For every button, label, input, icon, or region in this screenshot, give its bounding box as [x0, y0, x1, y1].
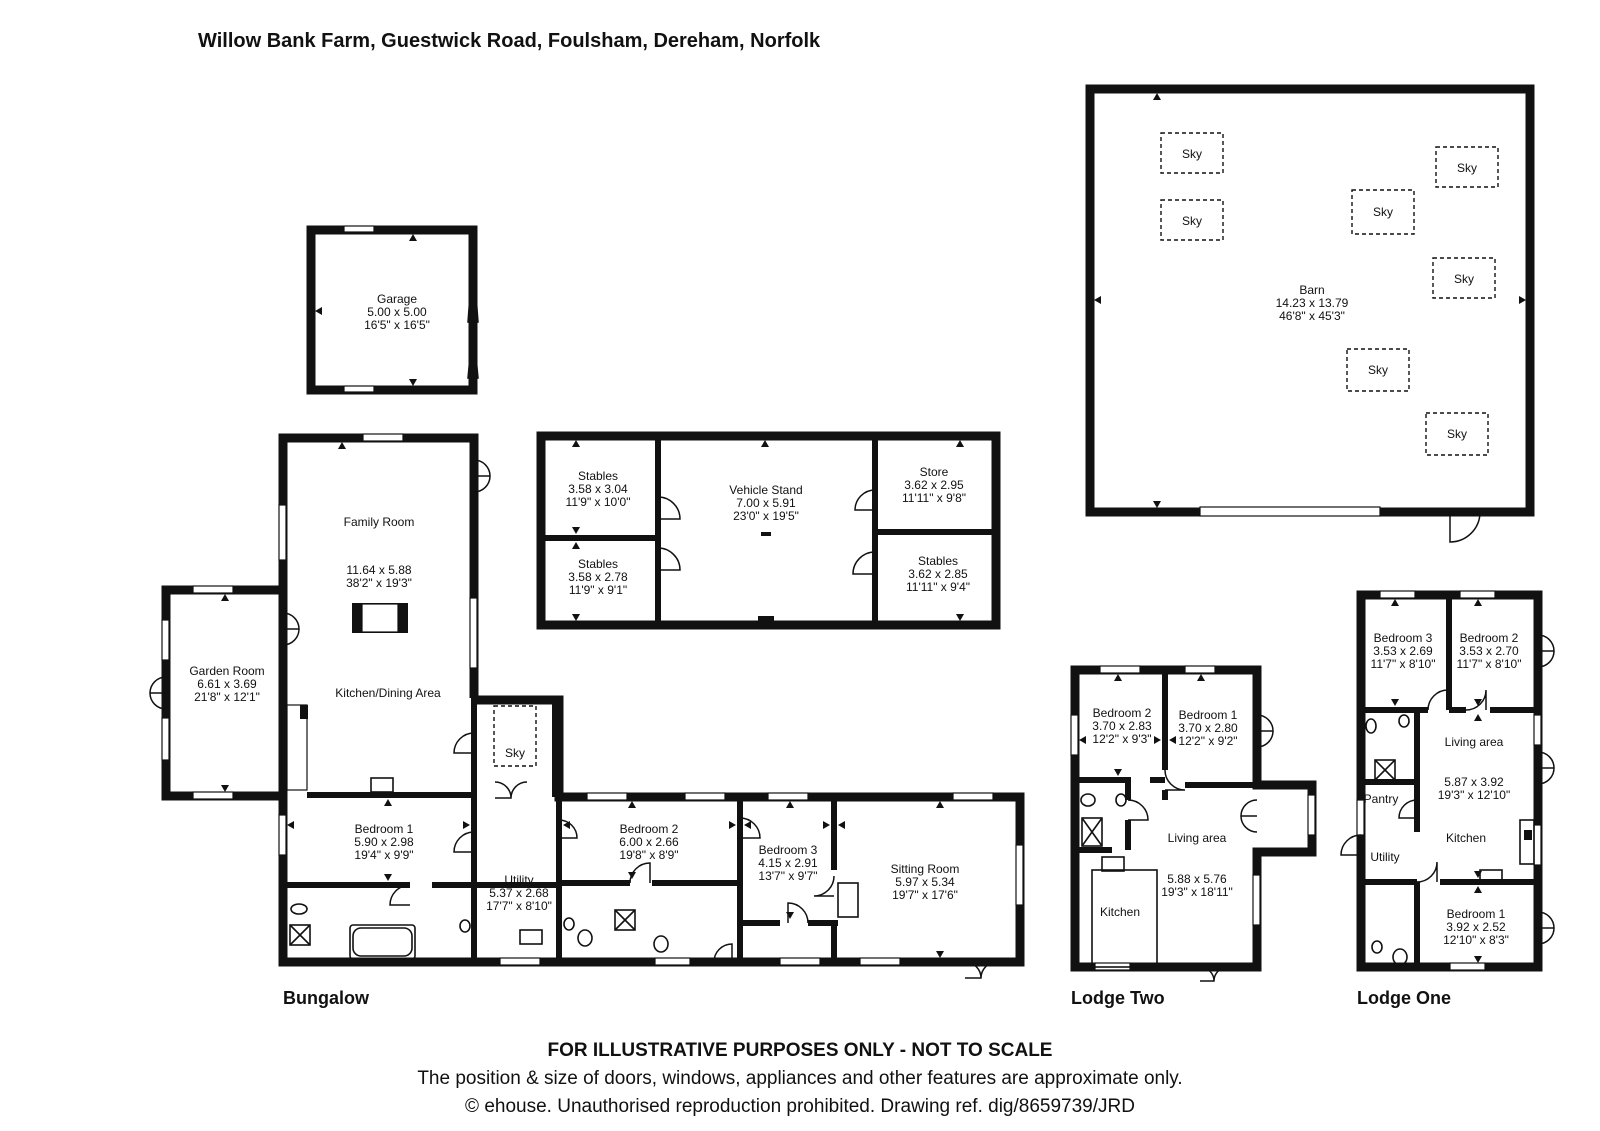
- svg-text:Sky: Sky: [1368, 363, 1388, 377]
- family-room-metric: 11.64 x 5.88: [346, 563, 411, 577]
- garden-room-imperial: 21'8" x 12'1": [194, 690, 260, 704]
- lodge1-living-name: Living area: [1445, 735, 1504, 749]
- lodge2-kitchen-name: Kitchen: [1100, 905, 1140, 919]
- lodge2-bedroom2-name: Bedroom 2: [1093, 706, 1152, 720]
- vehicle-stand-imperial: 23'0" x 19'5": [733, 509, 799, 523]
- barn-skylight: Sky: [1435, 146, 1499, 188]
- lodge2-living-name: Living area: [1168, 831, 1227, 845]
- lodge1-bedroom3-imperial: 11'7" x 8'10": [1371, 657, 1436, 671]
- disclaimer-note: The position & size of doors, windows, a…: [417, 1068, 1183, 1089]
- store-imperial: 11'11" x 9'8": [902, 491, 966, 505]
- bungalow-bedroom2-metric: 6.00 x 2.66: [619, 835, 679, 849]
- lodge-two-label: Lodge Two: [1071, 988, 1165, 1008]
- lodge1-utility-name: Utility: [1370, 850, 1399, 864]
- barn-skylight: Sky: [1432, 257, 1496, 299]
- svg-text:Sky: Sky: [1447, 427, 1467, 441]
- bungalow-skylight: Sky: [505, 746, 525, 760]
- garage-metric: 5.00 x 5.00: [367, 305, 427, 319]
- barn-building: Sky Sky Sky Sky Sky Sky Sky Barn 14.23 x…: [1085, 84, 1535, 543]
- lodge1-bedroom3-metric: 3.53 x 2.69: [1373, 644, 1433, 658]
- svg-text:Sky: Sky: [1457, 161, 1477, 175]
- barn-skylight: Sky: [1346, 348, 1410, 392]
- bungalow-bedroom1-name: Bedroom 1: [355, 822, 414, 836]
- garage-imperial: 16'5" x 16'5": [364, 318, 430, 332]
- stables-b-imperial: 11'9" x 9'1": [569, 583, 627, 597]
- sitting-room-name: Sitting Room: [891, 862, 960, 876]
- lodge1-pantry-name: Pantry: [1364, 792, 1399, 806]
- stables-b-name: Stables: [578, 557, 618, 571]
- svg-text:Sky: Sky: [1182, 147, 1202, 161]
- lodge-one-building: Bedroom 3 3.53 x 2.69 11'7" x 8'10" Bedr…: [1340, 590, 1555, 972]
- bungalow-bedroom3-metric: 4.15 x 2.91: [758, 856, 818, 870]
- svg-text:Sky: Sky: [1182, 214, 1202, 228]
- bungalow-bedroom3-name: Bedroom 3: [759, 843, 818, 857]
- stables-a-metric: 3.58 x 3.04: [568, 482, 628, 496]
- barn-metric: 14.23 x 13.79: [1276, 296, 1349, 310]
- lodge2-living-metric: 5.88 x 5.76: [1167, 872, 1227, 886]
- stables-c-name: Stables: [918, 554, 958, 568]
- lodge1-bedroom3-name: Bedroom 3: [1374, 631, 1433, 645]
- bungalow-bedroom3-imperial: 13'7" x 9'7": [758, 869, 817, 883]
- family-room-name: Family Room: [344, 515, 415, 529]
- utility-metric: 5.37 x 2.68: [489, 886, 549, 900]
- garage-name: Garage: [377, 292, 417, 306]
- lodge2-bedroom1-metric: 3.70 x 2.80: [1178, 721, 1238, 735]
- lodge2-bedroom2-imperial: 12'2" x 9'3": [1092, 732, 1151, 746]
- lodge1-bedroom1-metric: 3.92 x 2.52: [1446, 920, 1506, 934]
- bungalow-bedroom1-metric: 5.90 x 2.98: [354, 835, 414, 849]
- utility-imperial: 17'7" x 8'10": [486, 899, 552, 913]
- store-name: Store: [920, 465, 949, 479]
- lodge-two-building: Bedroom 2 3.70 x 2.83 12'2" x 9'3" Bedro…: [1070, 665, 1317, 982]
- bungalow-building: Sky Family Room 11.64 x 5.88 38'2" x 19'…: [149, 433, 1025, 979]
- bungalow-bedroom2-name: Bedroom 2: [620, 822, 679, 836]
- garage-building: Garage 5.00 x 5.00 16'5" x 16'5": [306, 225, 479, 395]
- lodge2-bedroom2-metric: 3.70 x 2.83: [1092, 719, 1152, 733]
- utility-name: Utility: [504, 873, 533, 887]
- lodge1-bedroom2-metric: 3.53 x 2.70: [1459, 644, 1519, 658]
- svg-text:Sky: Sky: [1373, 205, 1393, 219]
- stables-b-metric: 3.58 x 2.78: [568, 570, 628, 584]
- stables-c-metric: 3.62 x 2.85: [908, 567, 968, 581]
- stables-a-imperial: 11'9" x 10'0": [566, 495, 631, 509]
- lodge1-living-imperial: 19'3" x 12'10": [1438, 788, 1511, 802]
- lodge1-bedroom2-imperial: 11'7" x 8'10": [1457, 657, 1522, 671]
- disclaimer-heading: FOR ILLUSTRATIVE PURPOSES ONLY - NOT TO …: [547, 1040, 1053, 1061]
- sitting-room-metric: 5.97 x 5.34: [895, 875, 955, 889]
- family-room-imperial: 38'2" x 19'3": [346, 576, 412, 590]
- lodge1-living-metric: 5.87 x 3.92: [1444, 775, 1504, 789]
- garden-room-name: Garden Room: [189, 664, 264, 678]
- vehicle-stand-name: Vehicle Stand: [729, 483, 802, 497]
- lodge2-bedroom1-name: Bedroom 1: [1179, 708, 1238, 722]
- stables-a-name: Stables: [578, 469, 618, 483]
- lodge1-bedroom1-name: Bedroom 1: [1447, 907, 1506, 921]
- bungalow-bedroom2-imperial: 19'8" x 8'9": [619, 848, 678, 862]
- barn-skylight: Sky: [1351, 189, 1415, 235]
- sitting-room-imperial: 19'7" x 17'6": [892, 888, 958, 902]
- kitchen-dining-name: Kitchen/Dining Area: [335, 686, 441, 700]
- lodge1-kitchen-name: Kitchen: [1446, 831, 1486, 845]
- barn-name: Barn: [1299, 283, 1324, 297]
- garden-room-metric: 6.61 x 3.69: [197, 677, 257, 691]
- store-metric: 3.62 x 2.95: [904, 478, 964, 492]
- barn-skylight: Sky: [1425, 412, 1489, 456]
- lodge1-bedroom1-imperial: 12'10" x 8'3": [1443, 933, 1509, 947]
- bungalow-label: Bungalow: [283, 988, 369, 1008]
- copyright-note: © ehouse. Unauthorised reproduction proh…: [465, 1096, 1135, 1117]
- stables-block: Stables 3.58 x 3.04 11'9" x 10'0" Stable…: [536, 431, 1001, 630]
- vehicle-stand-metric: 7.00 x 5.91: [736, 496, 796, 510]
- barn-skylight: Sky: [1160, 132, 1224, 174]
- bungalow-bedroom1-imperial: 19'4" x 9'9": [354, 848, 413, 862]
- barn-skylight: Sky: [1160, 199, 1224, 241]
- lodge2-living-imperial: 19'3" x 18'11": [1161, 885, 1233, 899]
- barn-imperial: 46'8" x 45'3": [1279, 309, 1345, 323]
- stables-c-imperial: 11'11" x 9'4": [906, 580, 970, 594]
- plan-title: Willow Bank Farm, Guestwick Road, Foulsh…: [198, 30, 821, 52]
- lodge-one-label: Lodge One: [1357, 988, 1451, 1008]
- svg-text:Sky: Sky: [1454, 272, 1474, 286]
- lodge1-bedroom2-name: Bedroom 2: [1460, 631, 1519, 645]
- lodge2-bedroom1-imperial: 12'2" x 9'2": [1178, 734, 1237, 748]
